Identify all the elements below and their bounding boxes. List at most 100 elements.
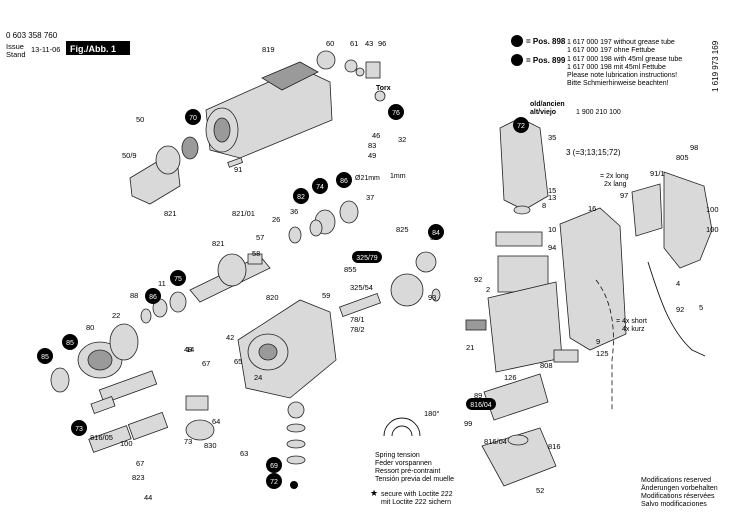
part-label-36: 36 [290,207,298,216]
screw-90 [227,157,244,168]
angle-label: 180° [424,409,440,418]
badge-72-text: 72 [270,479,278,486]
part-label-78-1: 78/1 [350,315,365,324]
badge-76 [388,104,404,120]
badge-84 [428,224,444,240]
part-label-96: 96 [378,39,386,48]
length-long2: 2x lang [604,181,627,188]
side-code: 1 619 973 169 [711,40,720,92]
part-label-67: 67 [202,359,210,368]
part-label-816-05: 816/05 [90,433,113,442]
pos899-label: = Pos. 899 [526,56,566,65]
piston-21 [98,370,158,404]
modifications-line3: Modifications réservées [641,493,715,500]
ring-85 [50,367,70,393]
part-label-91-1: 91/1 [650,169,665,178]
badge-86-text: 86 [340,178,348,185]
pos898-label: = Pos. 898 [526,37,566,46]
part-label-89: 89 [474,391,482,400]
part-label-97: 97 [620,191,628,200]
cover-hub [507,434,529,446]
badge-816-04 [466,398,496,410]
handle-group [559,171,713,410]
issue-label: Issue [6,42,24,51]
handle-98 [663,171,713,269]
part-label-64: 64 [212,417,220,426]
modifications-line1: Modifications reserved [641,477,711,484]
part-label-37: 37 [366,193,374,202]
loctite-line2: mit Loctite 222 sichern [381,499,451,506]
badge-85-text: 85 [66,340,74,347]
gear-15 [286,455,306,465]
badge-72-top [513,117,529,133]
part-36 [309,219,323,237]
part-label-24: 24 [254,373,262,382]
upper-housing-group [205,50,386,159]
badge-72-top-text: 72 [517,123,525,130]
part-60 [316,50,336,70]
part-label-5: 5 [699,303,703,312]
part-808-plate [465,319,487,331]
bearing-33 [415,251,437,273]
diameter-label: Ø21mm [355,175,380,182]
spring-arc-inner [391,425,413,437]
badge-70-text: 70 [189,115,197,122]
old-new-line1: old/ancien [530,101,565,108]
pos899-dot [511,54,523,66]
callout-badges: 70 76 82 74 86 84 325/79 75 86 85 85 73 … [37,104,529,489]
part-label-91: 91 [234,165,242,174]
old-new-part: 1 900 210 100 [576,109,621,116]
lubrication-note-en: Please note lubrication instructions! [567,72,677,79]
motor-housing-808 [487,281,563,373]
part-label-830: 830 [204,441,217,450]
badge-75 [170,270,186,286]
gear-8 [286,423,306,433]
length-short1: = 4x short [616,318,647,325]
part-label-43: 43 [365,39,373,48]
pos898-dot [511,35,523,47]
part-label-50: 50 [136,115,144,124]
issue-date: 13-11-06 [31,45,60,54]
bullet-dot [290,481,298,489]
brush-plate-group [481,373,557,487]
part-88 [140,308,152,324]
part-label-57: 57 [256,233,264,242]
part-label-10: 10 [548,225,556,234]
badge-74 [312,178,328,194]
spring-arc [383,417,421,437]
part-label-42: 42 [226,333,234,342]
loctite-star: ★ [370,488,378,498]
modifications-line2: Änderungen vorbehalten [641,484,718,492]
part-label-821-01: 821/01 [232,209,255,218]
part-label-805: 805 [676,153,689,162]
part-label-59: 59 [322,291,330,300]
part-label-60: 60 [326,39,334,48]
badge-72 [266,473,282,489]
chuck-group [129,136,244,205]
gear-housing-group [237,251,441,399]
badge-73 [71,420,87,436]
spring-line4: Tensión previa del muelle [375,476,454,483]
part-label-855: 855 [344,265,357,274]
part-label-58: 58 [252,249,260,258]
chuck-ring [155,145,181,175]
spring-line1: Spring tension [375,452,420,459]
badge-82 [293,188,309,204]
part-label-821: 821 [212,239,225,248]
spring-bore [87,349,113,371]
lubrication-note-de: Bitte Schmierhinweise beachten! [567,80,669,87]
part-label-9: 9 [596,337,600,346]
part-label-61: 61 [350,39,358,48]
part-label-99: 99 [464,419,472,428]
stand-label: Stand [6,50,26,59]
badge-325-79-text: 325/79 [356,255,378,262]
part-67 [88,425,132,453]
part-58 [247,253,263,265]
part-label-816: 816 [548,442,561,451]
part-label-100: 100 [120,439,133,448]
gap-label: 1mm [390,173,406,180]
badge-69 [266,457,282,473]
part-43 [355,67,365,77]
badge-73-text: 73 [75,426,83,433]
